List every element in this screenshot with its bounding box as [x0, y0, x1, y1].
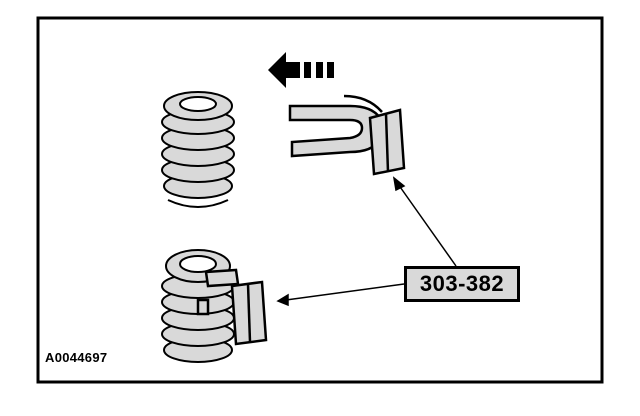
direction-arrow-icon: [268, 52, 334, 88]
tool-label: 303-382: [404, 266, 520, 302]
diagram-frame: [36, 16, 604, 384]
figure-id: A0044697: [45, 350, 108, 365]
upper-spring: [161, 91, 235, 208]
installed-tool: [196, 268, 268, 346]
compressor-tool: [288, 94, 406, 176]
leader-lines: [276, 176, 457, 307]
